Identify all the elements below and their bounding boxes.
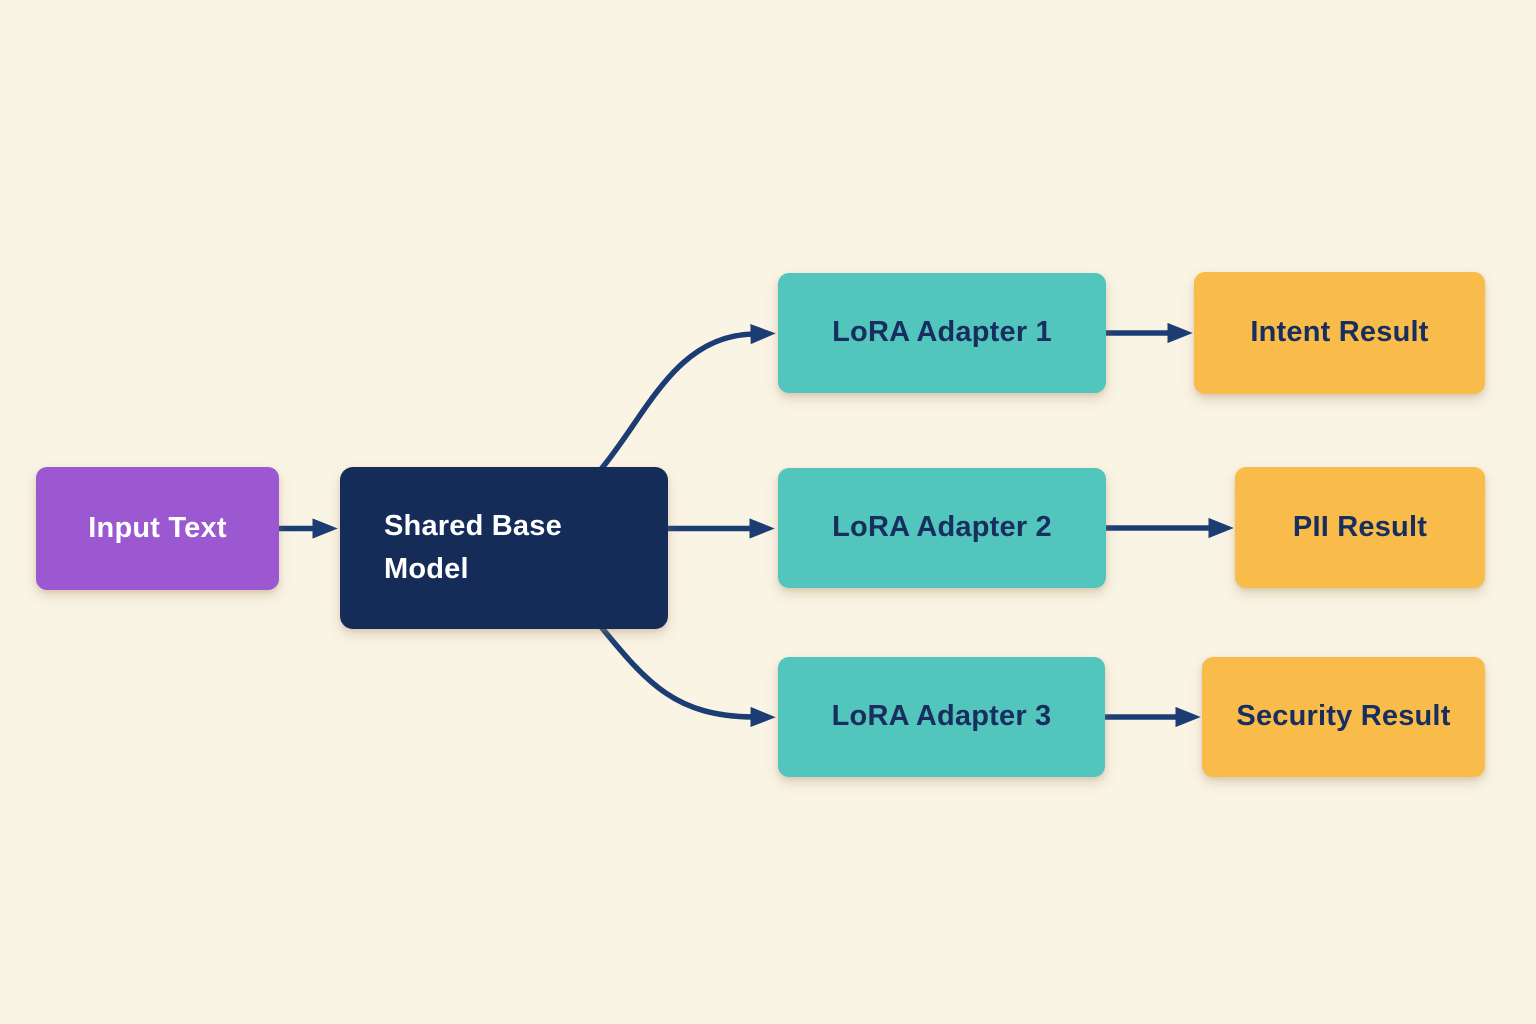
node-security-result-label: Security Result	[1236, 700, 1451, 733]
node-shared-base-model-label: Shared Base Model	[384, 509, 562, 586]
edge-base-to-adapter1	[599, 323, 776, 471]
node-pii-result: PII Result	[1235, 467, 1485, 588]
node-lora-adapter-3: LoRA Adapter 3	[778, 657, 1105, 777]
node-intent-result: Intent Result	[1194, 272, 1485, 394]
node-lora-adapter-1: LoRA Adapter 1	[778, 273, 1106, 393]
node-lora-adapter-2-label: LoRA Adapter 2	[832, 511, 1052, 544]
node-lora-adapter-2: LoRA Adapter 2	[778, 468, 1106, 588]
node-pii-result-label: PII Result	[1292, 510, 1428, 543]
node-shared-base-model: Shared Base Model	[340, 467, 668, 629]
node-lora-adapter-3-label: LoRA Adapter 3	[831, 700, 1052, 733]
node-lora-adapter-1-label: LoRA Adapter 1	[832, 316, 1052, 349]
node-security-result: Security Result	[1202, 657, 1485, 777]
node-input-text: Input Text	[36, 467, 279, 590]
edge-base-to-adapter3	[599, 625, 776, 728]
node-intent-result-label: Intent Result	[1250, 316, 1429, 349]
node-input-text-label: Input Text	[88, 511, 227, 544]
